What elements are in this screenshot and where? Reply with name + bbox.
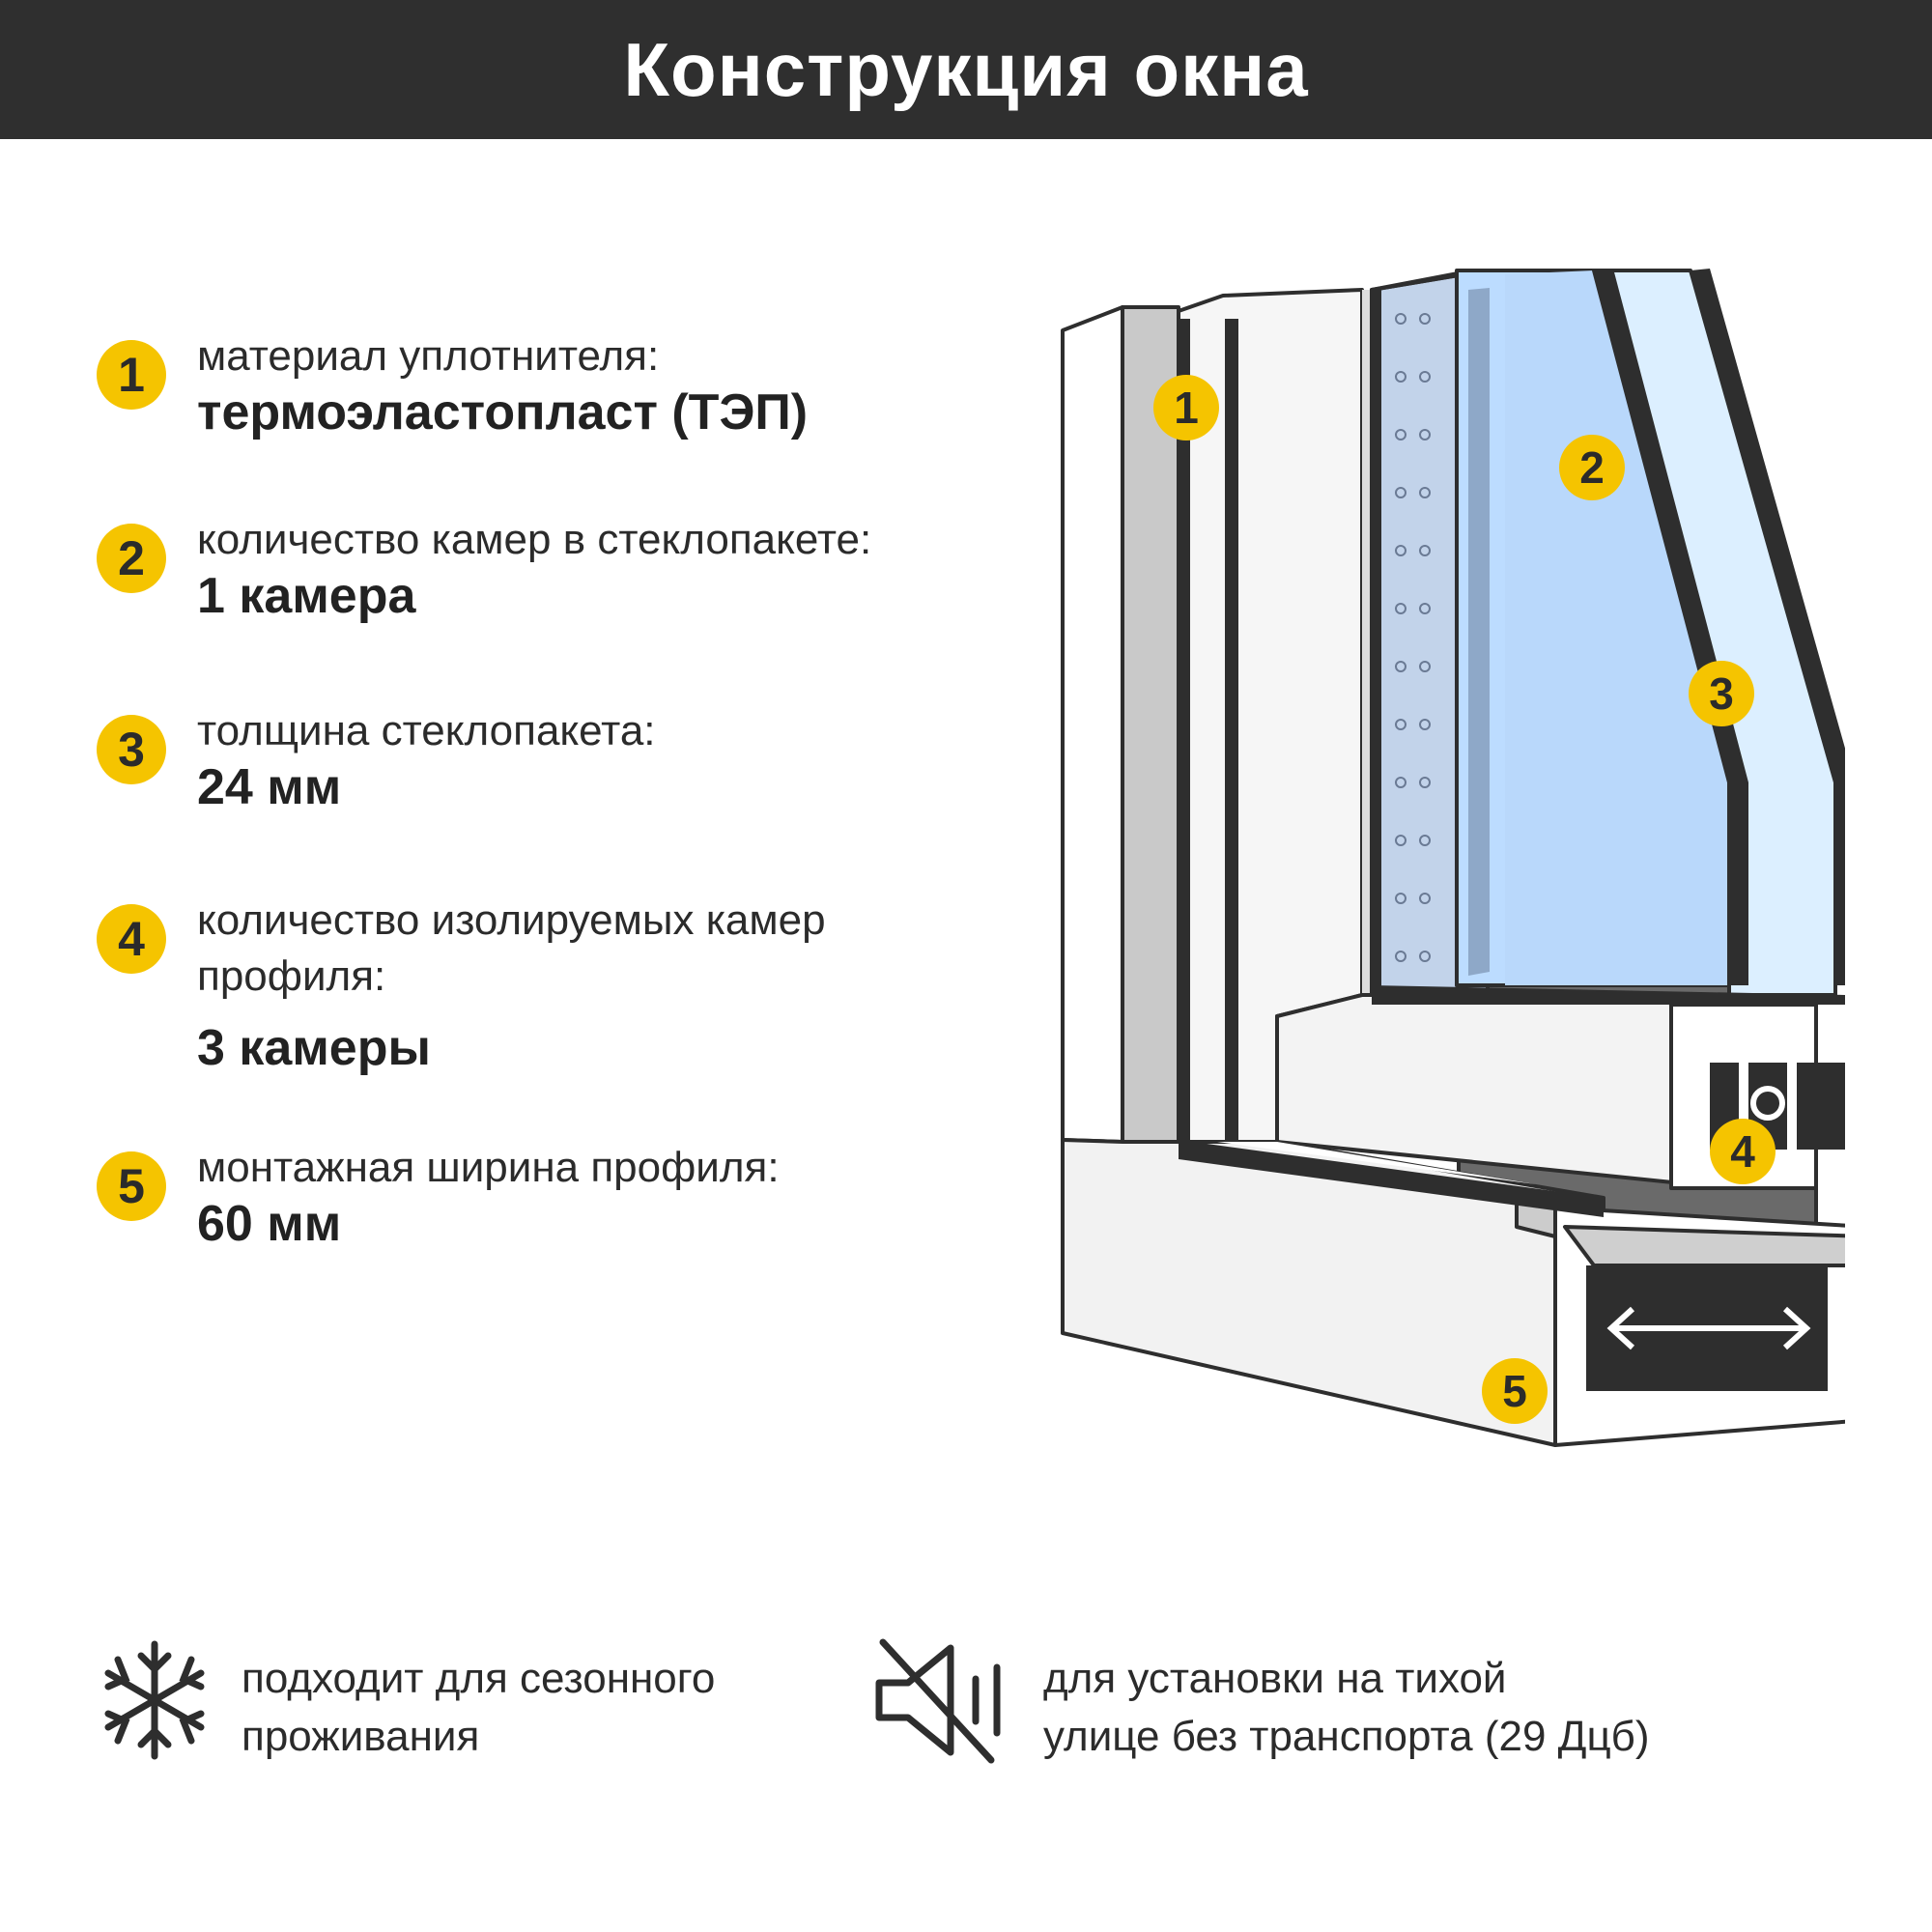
frame-side-outer (1061, 305, 1124, 1144)
glass-edge-strip (1468, 288, 1490, 976)
spacer-dots (1395, 313, 1431, 962)
diagram-markers: 1 2 3 4 5 (1153, 375, 1776, 1424)
diagram-marker-5-label: 5 (1502, 1366, 1527, 1416)
number-badge-5: 5 (97, 1151, 166, 1221)
feature-row: подходит для сезонного проживания для ус… (0, 1633, 1932, 1826)
number-badge-1: 1 (97, 340, 166, 410)
chamber-hole (1750, 1086, 1785, 1121)
gasket-strip-2 (1225, 319, 1238, 1140)
diagram-marker-2-label: 2 (1579, 442, 1605, 493)
spec-label-1: материал уплотнителя: (197, 332, 660, 380)
feature-seasonal-line1: подходит для сезонного (242, 1655, 716, 1702)
diagram-marker-4 (1710, 1119, 1776, 1184)
gasket-strip-3 (1372, 290, 1381, 995)
chamber-divider-1 (1739, 1063, 1748, 1150)
frame-profile-groove (1563, 1225, 1845, 1267)
glass-edge-inner (1594, 269, 1748, 985)
diagram-marker-4-label: 4 (1730, 1126, 1755, 1177)
feature-seasonal: подходит для сезонного проживания (97, 1633, 715, 1768)
spec-label-4-line1: количество изолируемых камер (197, 896, 826, 944)
feature-quiet-line1: для установки на тихой (1043, 1655, 1507, 1702)
sash-bottom-gasket (1372, 985, 1845, 1005)
spec-value-1: термоэластопласт (ТЭП) (197, 384, 809, 440)
feature-quiet-line2: улице без транспорта (29 Дцб) (1043, 1713, 1650, 1760)
snowflake-icon (104, 1640, 205, 1760)
spec-label-3: толщина стеклопакета: (197, 707, 656, 754)
sash-inner-edge (1277, 290, 1372, 1024)
diagram-marker-1 (1153, 375, 1219, 440)
glass-pane-shade (1505, 270, 1729, 985)
width-arrow-right (1782, 1306, 1811, 1350)
diagram-marker-3-label: 3 (1709, 668, 1734, 719)
spec-value-2: 1 камера (197, 568, 416, 624)
spec-value-5: 60 мм (197, 1196, 342, 1252)
chamber-divider-2 (1787, 1063, 1797, 1150)
feature-quiet-street: для установки на тихой улице без транспо… (869, 1633, 1650, 1768)
spec-value-4: 3 камеры (197, 1020, 431, 1076)
diagram-marker-3 (1689, 661, 1754, 726)
spec-label-5: монтажная ширина профиля: (197, 1144, 780, 1191)
page-title: Конструкция окна (623, 26, 1309, 112)
spec-label-4-line2: профиля: (197, 952, 386, 1000)
header-bar: Конструкция окна (0, 0, 1932, 139)
feature-seasonal-line2: проживания (242, 1713, 480, 1760)
width-arrow-left (1606, 1306, 1635, 1350)
diagram-marker-2 (1559, 435, 1625, 500)
spec-label-2: количество камер в стеклопакете: (197, 516, 872, 563)
gasket-strip-1 (1180, 319, 1190, 1140)
frame-chamber (1586, 1265, 1828, 1391)
diagram-marker-1-label: 1 (1174, 383, 1199, 433)
window-profile-diagram: 1 2 3 4 5 (1061, 269, 1845, 1447)
number-badge-2: 2 (97, 524, 166, 593)
muted-speaker-icon (875, 1638, 1001, 1764)
diagram-marker-5 (1482, 1358, 1548, 1424)
number-badge-4: 4 (97, 904, 166, 974)
number-badge-3: 3 (97, 715, 166, 784)
frame-bottom-gasket (1179, 1140, 1604, 1217)
gasket-lines (1179, 269, 1845, 1217)
spec-value-3: 24 мм (197, 759, 342, 815)
